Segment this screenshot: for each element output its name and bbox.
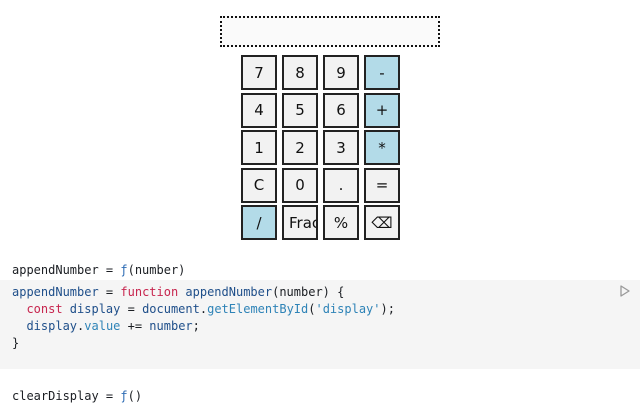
code-editor[interactable]: appendNumber = function appendNumber(num… [12,284,395,352]
calculator-display[interactable] [220,16,440,47]
digit-4-button[interactable]: 4 [241,92,277,128]
multiply-button[interactable]: * [364,130,400,165]
code-token: . [77,319,85,333]
digit-2-button[interactable]: 2 [282,130,318,165]
code-token: number [149,319,193,333]
run-cell-icon[interactable] [618,284,632,298]
digit-3-button[interactable]: 3 [323,130,359,165]
code-token: appendNumber [178,285,273,299]
function-glyph: ƒ [120,389,128,403]
decimal-button[interactable]: . [323,167,359,203]
clear-button[interactable]: C [241,167,277,203]
code-token: function [120,285,179,299]
code-token: ( [308,302,316,316]
digit-6-button[interactable]: 6 [323,92,359,128]
code-token: document [142,302,200,316]
digit-0-button[interactable]: 0 [282,167,318,203]
code-token: display [62,302,121,316]
code-token: const [12,302,63,316]
code-token: 'display' [315,302,381,316]
backspace-button[interactable]: ⌫ [364,205,400,240]
fraction-button[interactable]: Frac [282,205,318,240]
cell-variable-name: clearDisplay = [12,389,121,403]
digit-5-button[interactable]: 5 [282,92,318,128]
code-token: = [98,285,121,299]
code-token: . [199,302,208,316]
code-cell[interactable]: appendNumber = function appendNumber(num… [0,280,640,369]
append-number-cell-label: appendNumber = ƒ(number) [12,263,185,277]
digit-9-button[interactable]: 9 [323,55,359,90]
equals-button[interactable]: = [364,167,400,203]
code-token: ); [380,302,395,316]
code-token: (number) { [272,285,345,299]
code-token: = [120,302,143,316]
digit-8-button[interactable]: 8 [282,55,318,90]
code-token: appendNumber [12,285,99,299]
minus-button[interactable]: - [364,55,400,90]
digit-1-button[interactable]: 1 [241,130,277,165]
code-token: display [12,319,78,333]
code-token: } [12,336,20,350]
cell-variable-name: appendNumber = [12,263,121,277]
digit-7-button[interactable]: 7 [241,55,277,90]
plus-button[interactable]: + [364,92,400,128]
code-token: += [120,319,150,333]
clear-display-cell-label: clearDisplay = ƒ() [12,389,142,403]
code-token: getElementById [207,302,309,316]
cell-function-args: (number) [127,263,186,277]
divide-button[interactable]: / [241,205,277,240]
percent-button[interactable]: % [323,205,359,240]
function-glyph: ƒ [120,263,128,277]
code-token: ; [192,319,200,333]
cell-function-args: () [127,389,143,403]
code-token: value [84,319,121,333]
